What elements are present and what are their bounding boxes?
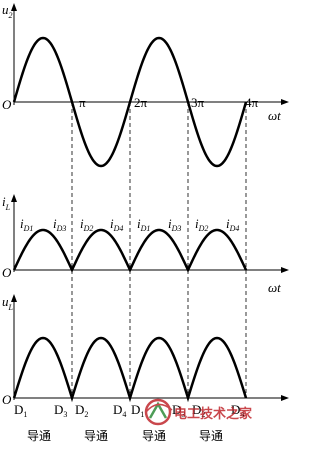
- diode-label-d1: D1: [14, 402, 27, 419]
- diode-labels: D1 D3 D2 D4 D1 D3 D2 D4: [14, 402, 244, 419]
- graph-uL: uL O D1 D3 D2 D4 D1 D3 D2 D4 导通 导通 导通 导通: [2, 294, 289, 443]
- tick-4pi: 4π: [245, 95, 259, 110]
- u2-x-arrow: [281, 99, 289, 105]
- diode-label-d4: D4: [113, 402, 126, 419]
- iL-origin: O: [2, 265, 12, 280]
- graph-iL: iL O ωt iD1 iD3 iD2 iD4 iD1 iD3 iD2 iD4: [2, 194, 289, 295]
- watermark-text: 电工技术之家: [174, 406, 253, 422]
- diode-label-d1: D1: [131, 402, 144, 419]
- iL-y-label: iL: [2, 194, 11, 212]
- u2-origin: O: [2, 97, 12, 112]
- u2-x-label: ωt: [268, 108, 281, 123]
- diode-label-d3: D3: [54, 402, 67, 419]
- watermark: 电工技术之家: [144, 398, 253, 426]
- diode-label-d2: D2: [75, 402, 88, 419]
- iL-label-d3: iD3: [53, 216, 66, 233]
- iL-rectified-curve: [12, 228, 248, 273]
- tick-pi: π: [79, 95, 86, 110]
- graph-u2: u2 O ωt π 2π 3π 4π: [2, 2, 289, 168]
- iL-y-arrow: [11, 194, 17, 202]
- iL-label-d3: iD3: [168, 216, 181, 233]
- diode-current-labels: iD1 iD3 iD2 iD4 iD1 iD3 iD2 iD4: [20, 216, 239, 233]
- u2-y-arrow: [11, 3, 17, 11]
- iL-label-d2: iD2: [195, 216, 208, 233]
- uL-y-arrow: [11, 294, 17, 302]
- dashed-guides: [71, 102, 247, 398]
- diode-label-d2: D2: [192, 402, 205, 419]
- conduction-label: 导通: [199, 429, 223, 443]
- u2-y-label: u2: [2, 2, 13, 20]
- conduction-label: 导通: [27, 429, 51, 443]
- diode-label-d4: D4: [231, 402, 244, 419]
- uL-x-arrow: [281, 395, 289, 401]
- conduction-label: 导通: [142, 429, 166, 443]
- uL-y-label: uL: [2, 294, 14, 312]
- tick-3pi: 3π: [191, 95, 205, 110]
- conduction-labels: 导通 导通 导通 导通: [27, 429, 223, 443]
- iL-label-d1: iD1: [137, 216, 150, 233]
- iL-label-d4: iD4: [226, 216, 239, 233]
- iL-x-arrow: [281, 267, 289, 273]
- iL-x-label: ωt: [268, 280, 281, 295]
- uL-rectified-curve: [12, 336, 248, 403]
- diode-label-d3: D3: [172, 402, 185, 419]
- tick-2pi: 2π: [134, 95, 148, 110]
- uL-origin: O: [2, 392, 12, 407]
- iL-label-d4: iD4: [110, 216, 123, 233]
- conduction-label: 导通: [84, 429, 108, 443]
- watermark-logo-icon: [144, 398, 173, 426]
- iL-label-d1: iD1: [20, 216, 33, 233]
- iL-label-d2: iD2: [80, 216, 93, 233]
